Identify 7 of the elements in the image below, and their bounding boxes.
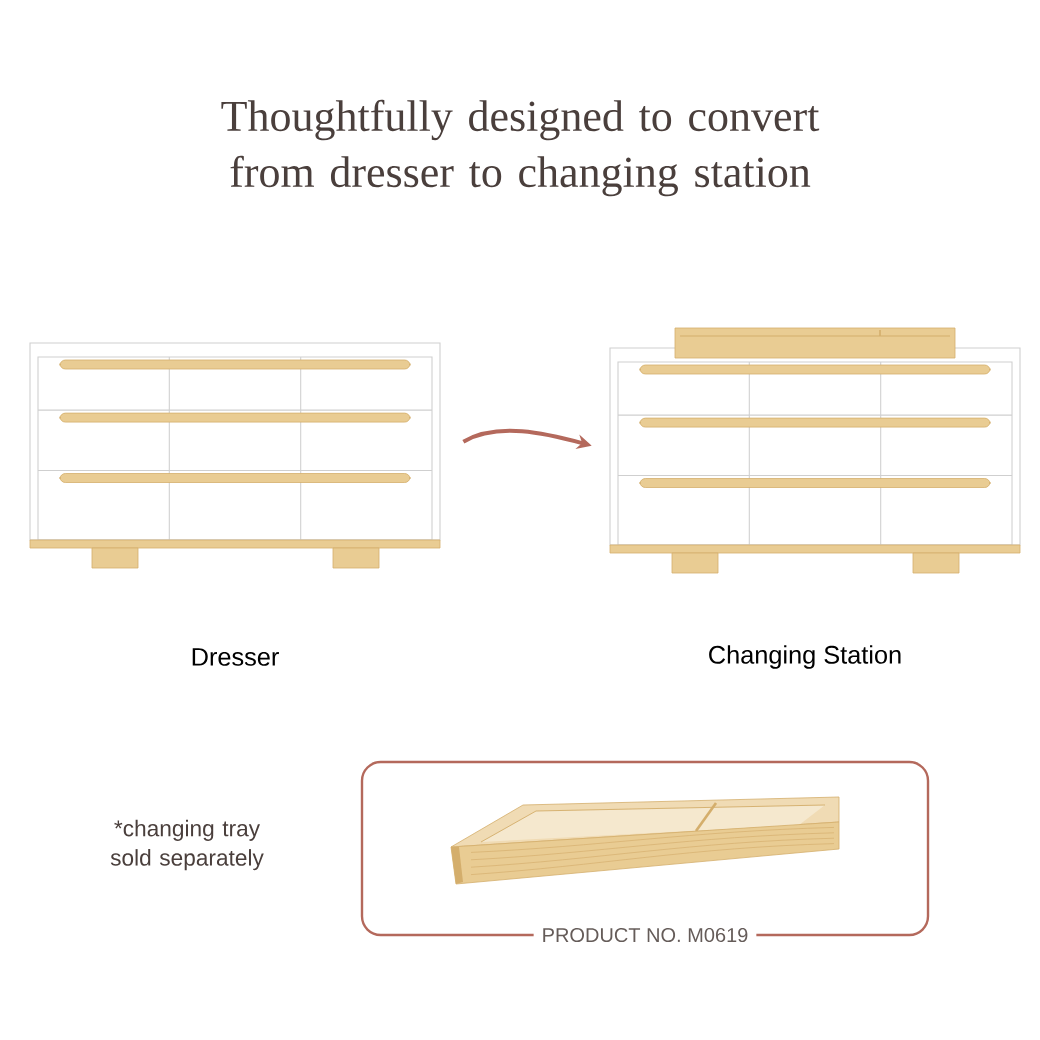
caption-text: Dresser [192,648,279,666]
note-text: *changing tray sold separately [110,819,264,871]
changing-tray-drawing [450,796,840,885]
dresser-drawing [29,342,441,569]
changing-station-drawing [609,327,1021,574]
caption-text: Changing Station [709,645,901,669]
title-text: Thoughtfully designed to convert from dresser to changing station [221,99,820,197]
